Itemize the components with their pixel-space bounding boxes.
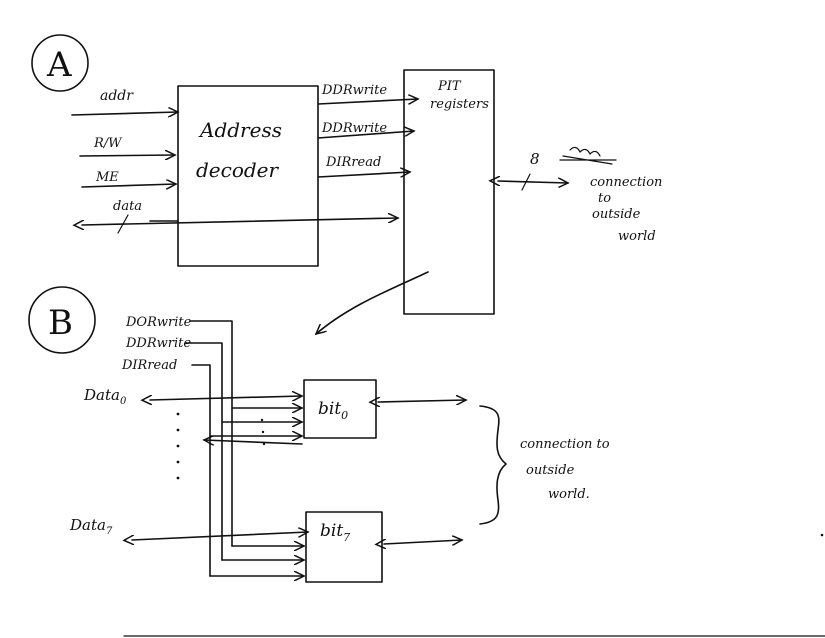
section-b: B DORwrite DDRwrite DIRread Data0 <box>28 286 610 583</box>
signal-dirread-a-arrow <box>317 172 410 178</box>
zoom-arrow <box>316 271 429 334</box>
pit-registers-box <box>403 69 495 315</box>
signal-ddrwrite-b: DDRwrite <box>125 336 191 351</box>
bit0-box <box>303 379 377 439</box>
signal-ddrwrite-a: DDRwrite <box>321 83 387 98</box>
bit7-outside-arrow <box>384 540 462 544</box>
section-a: A addr R/W ME data Address decoder DDRwr… <box>31 34 662 334</box>
section-a-marker: A <box>46 45 72 85</box>
section-b-marker: B <box>48 303 73 343</box>
outside-connection-arrow-a <box>498 181 568 183</box>
decoder-label-line1: Address <box>198 118 282 142</box>
data7-bus <box>132 532 308 540</box>
bus-width-label: 8 <box>530 150 540 168</box>
signal-ddrwrite2-a: DDRwrite <box>321 121 387 136</box>
outside-a-line1: connection <box>590 175 662 190</box>
outside-a-line2: to <box>598 191 611 206</box>
signal-dirread-b: DIRread <box>121 358 177 373</box>
ellipsis-dots <box>176 412 266 480</box>
signal-dorwrite-b: DORwrite <box>125 315 192 330</box>
section-a-circle <box>31 34 89 92</box>
me-arrow <box>81 184 176 187</box>
data0-bus <box>150 396 302 400</box>
outside-b-line2: outside <box>526 463 575 478</box>
curly-brace <box>479 405 507 525</box>
pit-label-line2: registers <box>430 97 489 112</box>
decoder-label-line2: decoder <box>196 158 280 182</box>
outside-b-line1: connection to <box>520 437 610 452</box>
me-label: ME <box>95 170 119 185</box>
bit7-box <box>305 511 383 583</box>
data-bus-slash <box>117 214 129 234</box>
outside-a-line3: outside <box>592 207 641 222</box>
addr-label: addr <box>100 88 134 104</box>
data0-label: Data0 <box>83 386 127 407</box>
ddrwrite-wire <box>185 342 223 561</box>
rw-arrow <box>79 155 175 156</box>
signal-ddrwrite-a-arrow <box>317 99 418 105</box>
bit7-label: bit7 <box>320 521 350 544</box>
address-decoder-box <box>177 85 319 267</box>
stray-mark <box>820 533 824 537</box>
addr-arrow <box>71 112 178 115</box>
data0-feedback <box>204 440 303 444</box>
bit0-label: bit0 <box>318 399 348 422</box>
outside-a-line4: world <box>618 229 656 244</box>
struck-out-word <box>559 146 617 165</box>
signal-dirread-a: DIRread <box>325 155 381 170</box>
dirread-wire <box>191 364 211 577</box>
outside-b-line3: world. <box>548 487 590 502</box>
rw-label: R/W <box>93 136 123 151</box>
data7-label: Data7 <box>69 516 113 537</box>
signal-ddrwrite2-a-arrow <box>317 131 414 139</box>
outside-bus-slash <box>521 173 531 191</box>
pit-label-line1: PIT <box>437 79 462 94</box>
dorwrite-wire <box>189 320 233 547</box>
bit0-outside-arrow <box>378 400 466 402</box>
data-label: data <box>113 199 142 214</box>
section-b-circle <box>28 286 96 354</box>
data-bus-line <box>82 218 398 225</box>
